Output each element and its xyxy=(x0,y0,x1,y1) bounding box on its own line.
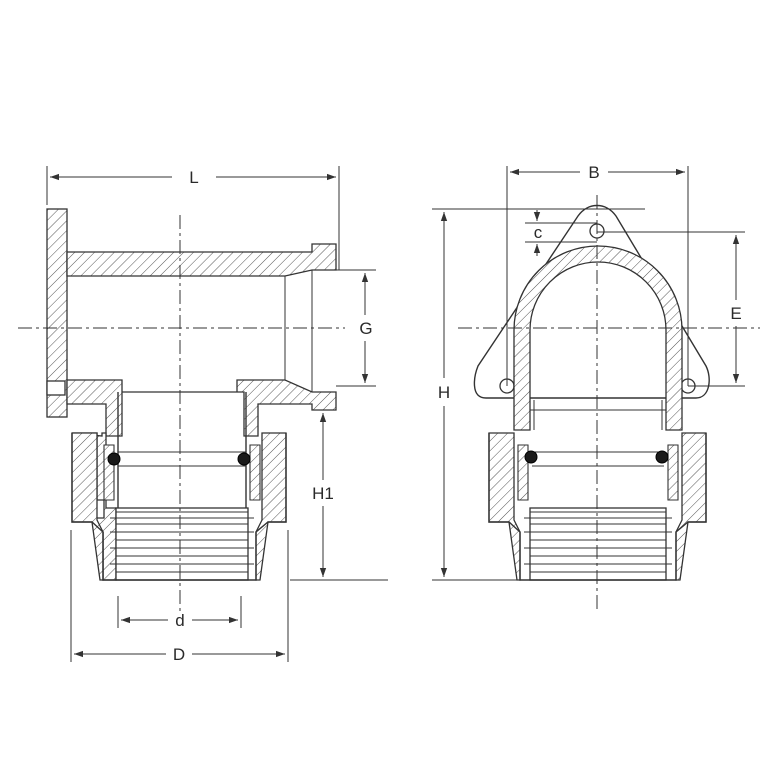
o-ring-right xyxy=(237,452,251,466)
dim-label-H1: H1 xyxy=(312,484,334,503)
side-section-view: L G H1 d D xyxy=(18,166,388,664)
flange-slot xyxy=(46,380,66,396)
thread-lines-left xyxy=(110,507,254,581)
front-section-view: B H c E xyxy=(432,163,760,610)
front-o-ring-left xyxy=(524,450,538,464)
dim-label-G: G xyxy=(359,319,372,338)
dim-label-E: E xyxy=(730,304,741,323)
dim-label-B: B xyxy=(588,163,599,182)
dim-label-d: d xyxy=(175,611,184,630)
o-ring-left xyxy=(107,452,121,466)
triangular-flange xyxy=(473,204,710,399)
body-lower-wall xyxy=(66,379,337,437)
dim-label-D: D xyxy=(173,645,185,664)
wall-flange xyxy=(46,208,68,418)
dim-label-c: c xyxy=(534,223,543,242)
front-o-ring-right xyxy=(655,450,669,464)
front-nut-left xyxy=(488,432,521,581)
dim-label-L: L xyxy=(189,168,198,187)
u-body-wall xyxy=(513,245,683,431)
dim-label-H: H xyxy=(438,383,450,402)
front-nut-right xyxy=(675,432,707,581)
body-upper-wall xyxy=(66,243,337,277)
thread-lines-right xyxy=(524,507,672,581)
